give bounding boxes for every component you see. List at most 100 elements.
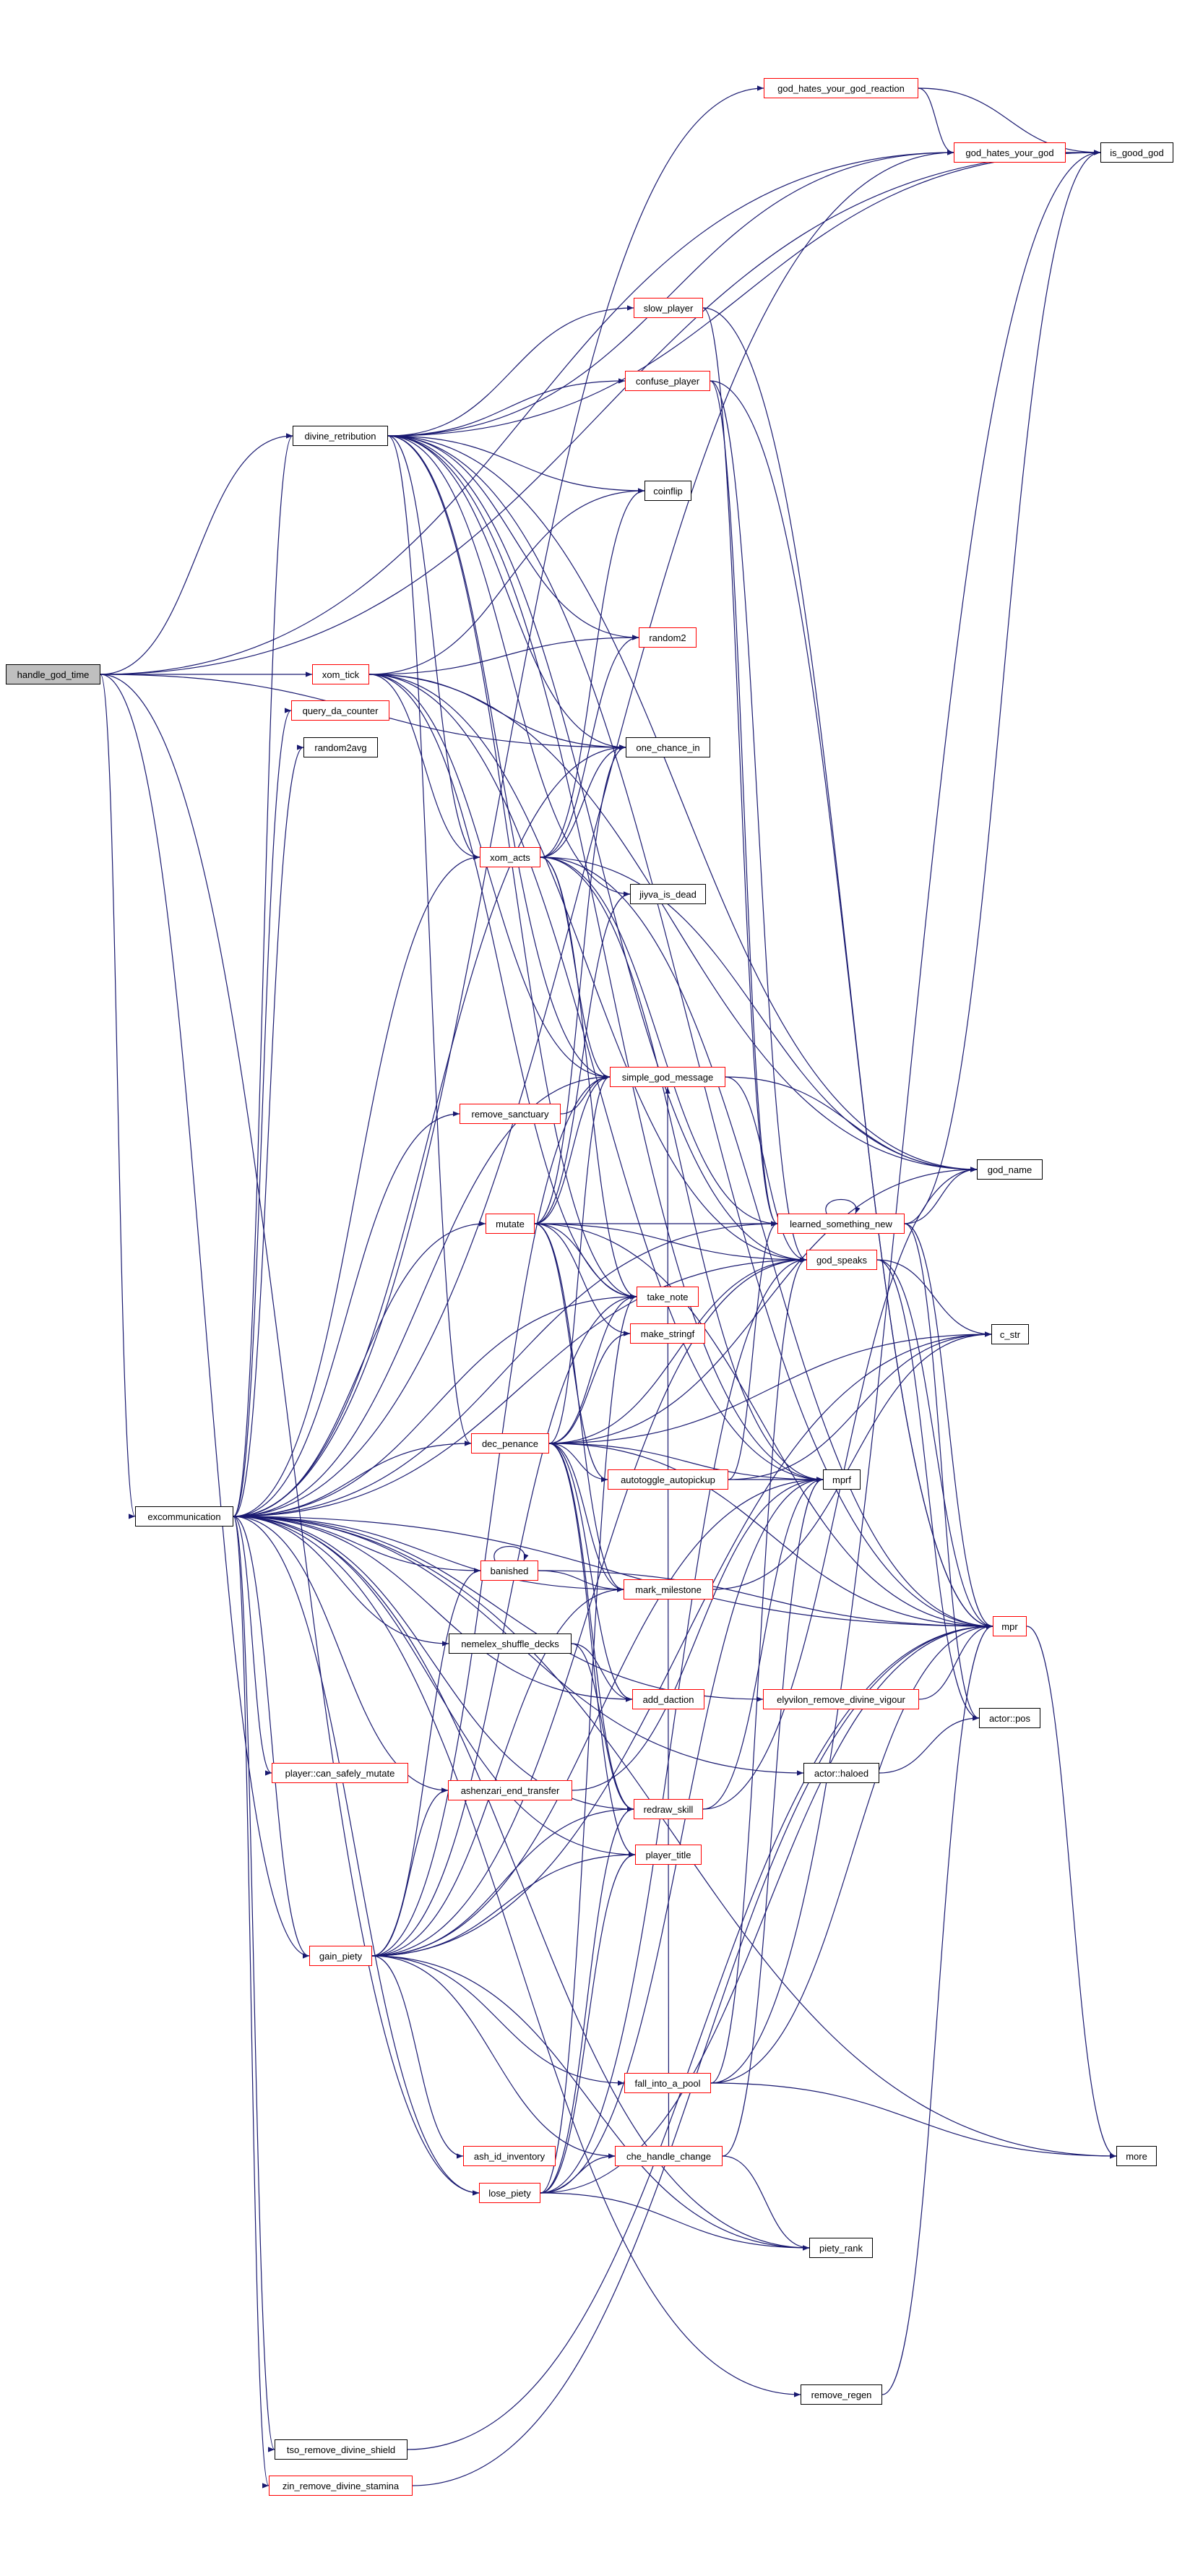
node-redraw-skill[interactable]: redraw_skill bbox=[634, 1799, 703, 1819]
call-edge bbox=[368, 674, 807, 1263]
call-edge bbox=[387, 150, 1101, 437]
node-god-speaks[interactable]: god_speaks bbox=[806, 1250, 877, 1270]
node-learned-something-new[interactable]: learned_something_new bbox=[777, 1214, 905, 1234]
node-take-note[interactable]: take_note bbox=[637, 1287, 699, 1307]
node-banished[interactable]: banished bbox=[480, 1560, 538, 1581]
node-simple-god-message[interactable]: simple_god_message bbox=[610, 1067, 725, 1087]
node-label: actor::haloed bbox=[814, 1767, 869, 1779]
call-edge bbox=[100, 674, 136, 1519]
call-edge bbox=[725, 1076, 807, 1263]
call-edge bbox=[233, 1516, 270, 2489]
call-edge bbox=[368, 635, 639, 675]
node-label: is_good_god bbox=[1110, 147, 1164, 158]
node-gain-piety[interactable]: gain_piety bbox=[309, 1946, 372, 1966]
call-edge bbox=[710, 380, 778, 1227]
node-coinflip[interactable]: coinflip bbox=[644, 481, 691, 501]
node-mutate[interactable]: mutate bbox=[486, 1214, 535, 1234]
node-elyvilon-remove-divine-vigour[interactable]: elyvilon_remove_divine_vigour bbox=[763, 1689, 919, 1709]
call-edge bbox=[233, 1516, 310, 1959]
call-edge bbox=[534, 1223, 631, 1336]
call-edge bbox=[540, 856, 824, 1482]
call-edge bbox=[100, 674, 310, 1959]
node-label: jiyva_is_dead bbox=[639, 888, 697, 900]
call-edge bbox=[548, 1443, 624, 1592]
node-remove-sanctuary[interactable]: remove_sanctuary bbox=[460, 1104, 561, 1124]
node-label: coinflip bbox=[653, 485, 683, 497]
node-add-daction[interactable]: add_daction bbox=[632, 1689, 704, 1709]
node-label: banished bbox=[490, 1565, 529, 1576]
node-query-da-counter[interactable]: query_da_counter bbox=[291, 700, 389, 721]
node-label: excommunication bbox=[147, 1511, 221, 1522]
node-is-good-god[interactable]: is_good_god bbox=[1100, 142, 1173, 163]
node-nemelex-shuffle-decks[interactable]: nemelex_shuffle_decks bbox=[449, 1633, 572, 1654]
node-divine-retribution[interactable]: divine_retribution bbox=[293, 426, 388, 446]
node-god-name[interactable]: god_name bbox=[977, 1159, 1043, 1180]
node-actor-haloed[interactable]: actor::haloed bbox=[803, 1763, 879, 1783]
node-label: actor::pos bbox=[988, 1712, 1031, 1724]
call-edge bbox=[712, 1331, 992, 1590]
node-make-stringf[interactable]: make_stringf bbox=[630, 1323, 705, 1344]
node-confuse-player[interactable]: confuse_player bbox=[625, 371, 710, 391]
node-zin-remove-divine-stamina[interactable]: zin_remove_divine_stamina bbox=[269, 2476, 413, 2496]
node-random2[interactable]: random2 bbox=[639, 627, 697, 648]
call-edge bbox=[371, 1477, 824, 1957]
node-actor-pos[interactable]: actor::pos bbox=[979, 1708, 1040, 1728]
node-jiyva-is-dead[interactable]: jiyva_is_dead bbox=[630, 884, 706, 904]
node-more[interactable]: more bbox=[1116, 2146, 1157, 2166]
node-mprf[interactable]: mprf bbox=[823, 1469, 861, 1490]
call-edge bbox=[233, 1516, 801, 2397]
call-edge bbox=[904, 1167, 978, 1224]
node-label: mpr bbox=[1001, 1620, 1018, 1632]
call-edge bbox=[534, 1223, 624, 1592]
node-piety-rank[interactable]: piety_rank bbox=[809, 2238, 873, 2258]
node-label: slow_player bbox=[643, 302, 694, 314]
node-label: simple_god_message bbox=[621, 1071, 714, 1083]
call-edge bbox=[387, 435, 824, 1482]
node-che-handle-change[interactable]: che_handle_change bbox=[615, 2146, 723, 2166]
node-handle-god-time[interactable]: handle_god_time bbox=[6, 664, 100, 684]
node-xom-tick[interactable]: xom_tick bbox=[312, 664, 369, 684]
call-edge bbox=[371, 1955, 625, 2086]
node-god-hates-your-god-reaction[interactable]: god_hates_your_god_reaction bbox=[764, 78, 918, 98]
call-edge bbox=[548, 1167, 978, 1444]
node-c-str[interactable]: c_str bbox=[991, 1324, 1029, 1344]
call-edge bbox=[371, 1955, 464, 2159]
node-tso-remove-divine-shield[interactable]: tso_remove_divine_shield bbox=[275, 2439, 408, 2460]
call-edge bbox=[876, 1259, 980, 1721]
node-dec-penance[interactable]: dec_penance bbox=[471, 1433, 549, 1454]
node-ashenzari-end-transfer[interactable]: ashenzari_end_transfer bbox=[448, 1780, 572, 1800]
call-edge bbox=[233, 854, 480, 1517]
call-edge bbox=[548, 1443, 608, 1482]
node-label: god_hates_your_god_reaction bbox=[777, 82, 905, 94]
node-player-can-safely-mutate[interactable]: player::can_safely_mutate bbox=[272, 1763, 408, 1783]
call-edge bbox=[534, 1223, 637, 1300]
node-random2avg[interactable]: random2avg bbox=[303, 737, 378, 757]
node-label: one_chance_in bbox=[636, 742, 700, 753]
node-lose-piety[interactable]: lose_piety bbox=[479, 2183, 540, 2203]
node-mark-milestone[interactable]: mark_milestone bbox=[624, 1579, 713, 1600]
call-edge bbox=[233, 1516, 633, 1702]
node-slow-player[interactable]: slow_player bbox=[634, 298, 703, 318]
call-edge bbox=[387, 435, 480, 860]
node-player-title[interactable]: player_title bbox=[635, 1845, 702, 1865]
call-edge bbox=[233, 1516, 480, 2196]
call-edge bbox=[540, 635, 639, 858]
call-edge bbox=[387, 435, 645, 494]
call-edge bbox=[387, 435, 993, 1629]
node-autotoggle-autopickup[interactable]: autotoggle_autopickup bbox=[608, 1469, 728, 1490]
call-edge bbox=[538, 1570, 624, 1592]
node-excommunication[interactable]: excommunication bbox=[135, 1506, 233, 1527]
call-edge bbox=[233, 1516, 810, 2251]
node-mpr[interactable]: mpr bbox=[993, 1616, 1027, 1636]
call-edge bbox=[233, 1516, 272, 1776]
node-xom-acts[interactable]: xom_acts bbox=[480, 847, 540, 867]
call-edge bbox=[710, 1257, 807, 2084]
node-remove-regen[interactable]: remove_regen bbox=[801, 2384, 882, 2405]
node-ash-id-inventory[interactable]: ash_id_inventory bbox=[463, 2146, 556, 2166]
node-fall-into-a-pool[interactable]: fall_into_a_pool bbox=[624, 2073, 711, 2093]
call-edge bbox=[233, 744, 626, 1517]
node-one-chance-in[interactable]: one_chance_in bbox=[626, 737, 710, 757]
call-edge bbox=[233, 1257, 807, 1517]
node-god-hates-your-god[interactable]: god_hates_your_god bbox=[954, 142, 1066, 163]
